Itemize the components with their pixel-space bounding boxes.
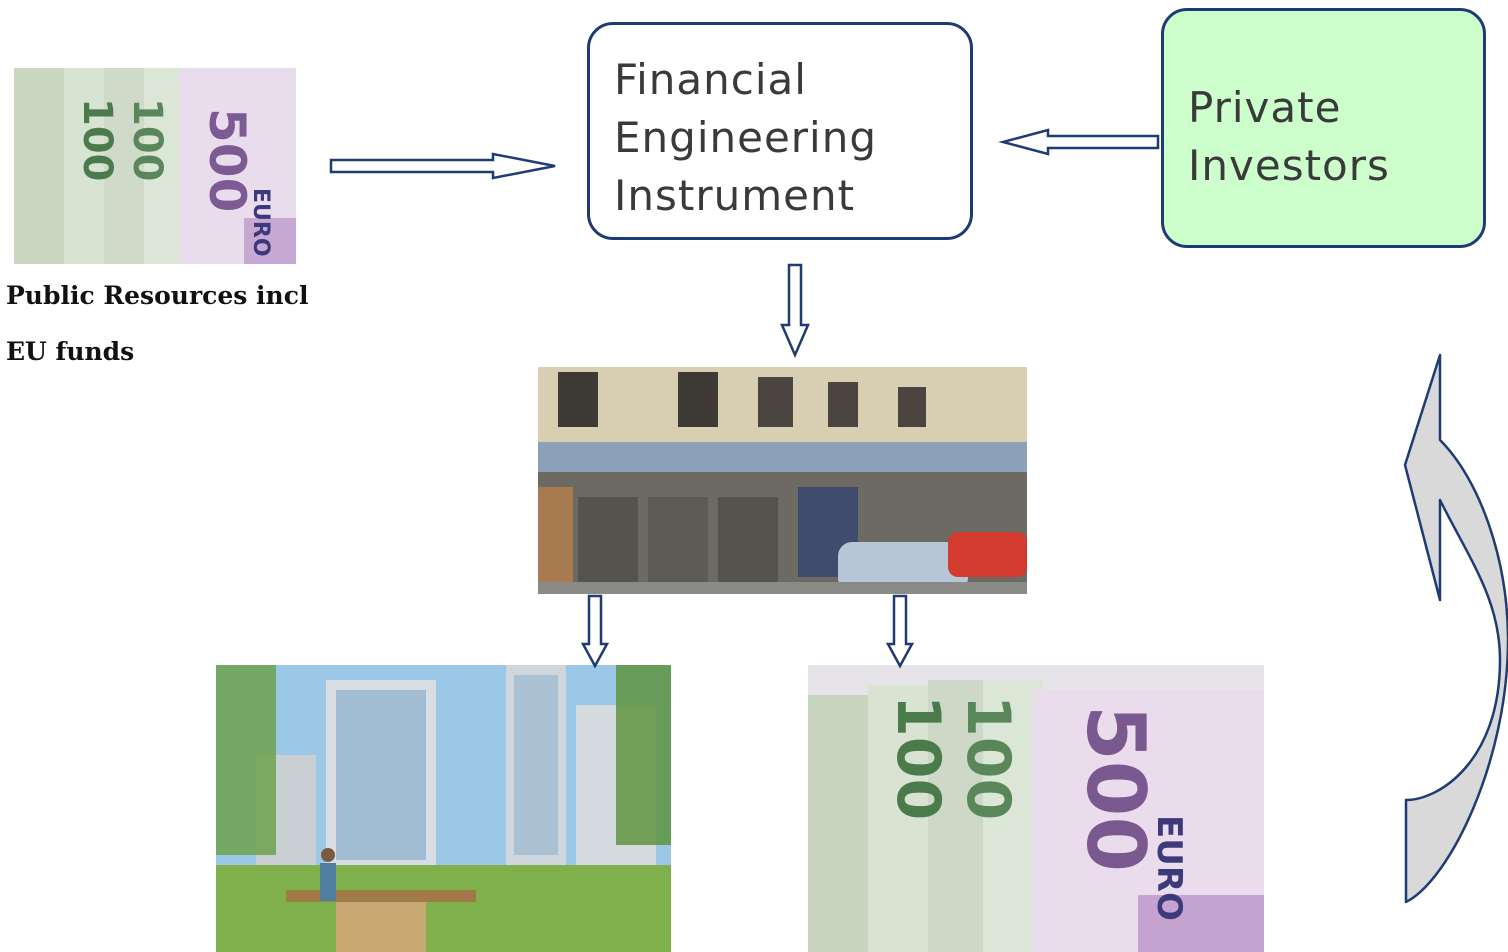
arrow-public-to-fei (329, 152, 556, 180)
arrow-investors-to-fei (998, 128, 1160, 156)
arrow-street-to-returns (885, 594, 915, 669)
svg-text:100: 100 (124, 98, 170, 182)
arrow-fei-to-street (780, 263, 810, 359)
svg-text:100: 100 (74, 98, 120, 182)
caption-line-2: EU funds (6, 337, 135, 366)
fei-label-line-3: Instrument (614, 171, 856, 220)
regenerated-housing-photo (216, 665, 671, 952)
svg-text:100: 100 (883, 695, 953, 820)
svg-text:500: 500 (1069, 705, 1162, 872)
svg-text:EURO: EURO (248, 188, 273, 257)
curved-return-arrow (1403, 353, 1508, 904)
investors-label-line-1: Private (1188, 83, 1342, 132)
svg-text:500: 500 (198, 108, 256, 212)
financial-engineering-instrument-box: Financial Engineering Instrument (587, 22, 973, 240)
svg-text:100: 100 (953, 695, 1023, 820)
arrow-street-to-housing (580, 594, 610, 669)
derelict-street-photo (538, 367, 1027, 594)
euro-banknotes-photo-large: 500 100 100 EURO (808, 665, 1264, 952)
caption-line-1: Public Resources incl (6, 281, 309, 310)
svg-text:EURO: EURO (1149, 815, 1189, 921)
investors-label-line-2: Investors (1188, 141, 1390, 190)
euro-banknotes-photo-small: 500 100 100 EURO (14, 68, 296, 264)
public-resources-caption: Public Resources incl EU funds (6, 268, 308, 380)
fei-label-line-2: Engineering (614, 113, 877, 162)
private-investors-box: Private Investors (1161, 8, 1486, 248)
fei-label-line-1: Financial (614, 55, 807, 104)
